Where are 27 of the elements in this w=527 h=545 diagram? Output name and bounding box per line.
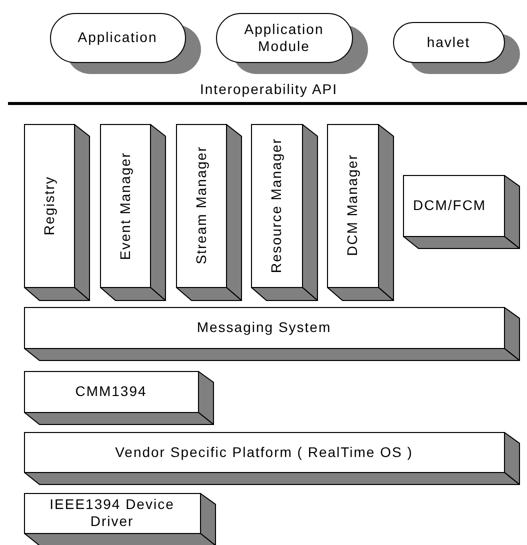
layer-block <box>24 371 214 425</box>
block-label: Registry <box>40 176 58 236</box>
block-label: Application Module <box>243 20 325 54</box>
block-label: DCM Manager <box>344 154 361 257</box>
application-pill <box>216 13 369 75</box>
layer-block <box>24 432 520 485</box>
block-label: IEEE1394 Device Driver <box>48 496 176 530</box>
block-label: Vendor Specific Platform ( RealTime OS ) <box>115 444 413 460</box>
application-pill <box>393 22 521 75</box>
manager-block <box>24 124 90 301</box>
layer-block <box>403 175 520 249</box>
block-label: Resource Manager <box>268 138 285 274</box>
block-label: DCM/FCM <box>413 197 484 214</box>
manager-block <box>176 124 242 301</box>
layer-block <box>24 307 520 361</box>
block-label: Application <box>78 29 158 46</box>
manager-block <box>100 124 166 301</box>
block-label: havlet <box>426 34 470 50</box>
block-label: Stream Manager <box>192 146 210 265</box>
layer-block <box>24 493 216 545</box>
block-label: Event Manager <box>116 152 134 260</box>
block-label: Messaging System <box>196 319 332 336</box>
application-pill <box>50 13 202 75</box>
api-label: Interoperability API <box>200 81 338 97</box>
manager-block <box>251 124 318 301</box>
manager-block <box>327 124 394 301</box>
block-label: CMM1394 <box>75 383 147 400</box>
